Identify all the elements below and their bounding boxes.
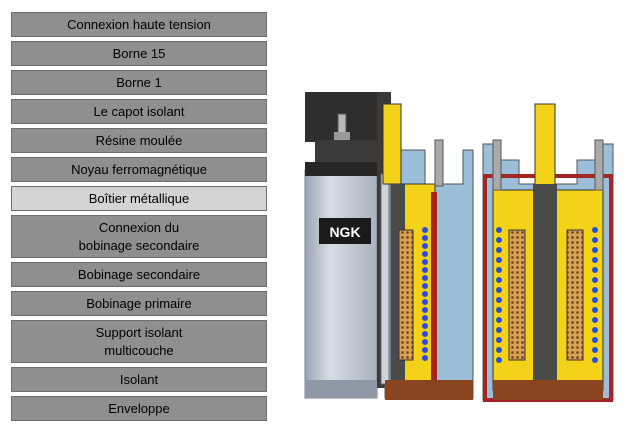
btn-connexion-bobinage-secondaire[interactable]: Connexion du bobinage secondaire [11, 215, 267, 258]
btn-capot-isolant[interactable]: Le capot isolant [11, 99, 267, 124]
btn-connexion-haute-tension[interactable]: Connexion haute tension [11, 12, 267, 37]
cutaway-coil-full [482, 103, 614, 402]
terminal-stud-half [434, 139, 444, 187]
cap-ring [305, 162, 377, 176]
primary-winding-full [496, 227, 598, 363]
component-button-list: Connexion haute tension Borne 15 Borne 1… [11, 12, 267, 425]
brand-label: NGK [329, 224, 360, 240]
hv-connector-full [534, 103, 556, 191]
bottom-support-half [385, 380, 473, 400]
ignition-coil-diagram: NGK [304, 92, 614, 402]
terminal-nut [334, 132, 350, 140]
btn-boitier-metallique[interactable]: Boîtier métallique [11, 186, 267, 211]
casing-base [305, 380, 377, 398]
btn-bobinage-primaire[interactable]: Bobinage primaire [11, 291, 267, 316]
ferromagnetic-core-full [533, 184, 557, 394]
terminal-stud-right [594, 139, 604, 191]
btn-borne-15[interactable]: Borne 15 [11, 41, 267, 66]
btn-bobinage-secondaire[interactable]: Bobinage secondaire [11, 262, 267, 287]
primary-winding-half [422, 227, 428, 361]
terminal-stud-left [492, 139, 502, 191]
cutaway-coil-half [377, 92, 474, 400]
secondary-winding-right [566, 229, 584, 361]
btn-noyau-ferromagnetique[interactable]: Noyau ferromagnétique [11, 157, 267, 182]
envelope-half [431, 192, 437, 388]
btn-isolant[interactable]: Isolant [11, 367, 267, 392]
external-coil: NGK [304, 92, 378, 399]
metal-casing-half [380, 173, 390, 385]
btn-borne-1[interactable]: Borne 1 [11, 70, 267, 95]
brand-plate [319, 218, 371, 244]
btn-support-isolant-multicouche[interactable]: Support isolant multicouche [11, 320, 267, 363]
hv-connector-half [382, 103, 402, 185]
btn-enveloppe[interactable]: Enveloppe [11, 396, 267, 421]
btn-resine-moulee[interactable]: Résine moulée [11, 128, 267, 153]
secondary-winding-left [508, 229, 526, 361]
metal-casing-exterior [304, 169, 378, 399]
secondary-winding-half [398, 229, 414, 361]
bottom-support-full [493, 380, 603, 400]
